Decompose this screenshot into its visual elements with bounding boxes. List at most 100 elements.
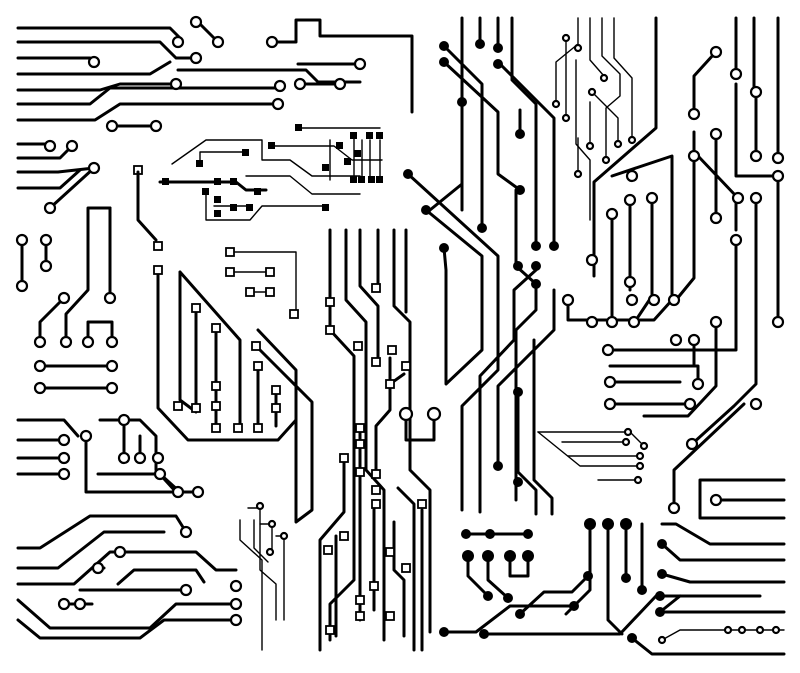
pad-filled	[569, 601, 579, 611]
pad-filled	[515, 129, 525, 139]
pad	[153, 467, 167, 481]
pad	[603, 397, 617, 411]
trace	[510, 16, 538, 248]
pad	[105, 381, 119, 395]
trace	[592, 16, 658, 278]
pad-filled	[513, 261, 523, 271]
pad	[585, 315, 599, 329]
pad	[59, 335, 73, 349]
pad-filled	[515, 609, 525, 619]
trace	[122, 418, 142, 460]
trace	[672, 402, 746, 510]
trace	[16, 618, 238, 640]
pad	[749, 149, 763, 163]
pad-filled	[439, 57, 449, 67]
pad-filled	[461, 529, 471, 539]
pad-square	[323, 545, 333, 555]
pad-square	[371, 499, 381, 509]
pad-filled	[513, 387, 523, 397]
pad-square	[355, 467, 365, 477]
pad	[709, 127, 723, 141]
trace	[660, 522, 786, 546]
pad-square	[289, 309, 299, 319]
pad	[149, 119, 163, 133]
pad	[627, 135, 637, 145]
trace	[158, 180, 268, 192]
pad	[65, 139, 79, 153]
pad	[731, 191, 745, 205]
pad-square	[371, 357, 381, 367]
pad	[105, 119, 119, 133]
pad	[426, 406, 442, 422]
trace	[486, 554, 510, 600]
pad	[667, 501, 681, 515]
pad-square	[355, 595, 365, 605]
pad	[613, 139, 623, 149]
trace	[16, 102, 277, 122]
trace	[424, 208, 484, 386]
via-square	[336, 142, 343, 149]
pad	[179, 583, 193, 597]
via-square	[214, 210, 221, 217]
pad-filled	[657, 569, 667, 579]
pad-filled	[482, 550, 494, 562]
trace	[692, 52, 716, 114]
pad	[15, 233, 29, 247]
trace	[16, 86, 282, 106]
pad	[687, 107, 701, 121]
trace	[674, 130, 696, 302]
pad-filled	[515, 185, 525, 195]
pad	[211, 35, 225, 49]
pad	[151, 451, 165, 465]
pad-square	[401, 563, 411, 573]
pad	[189, 15, 203, 29]
trace	[482, 594, 762, 636]
center-bus	[318, 228, 432, 652]
pad-square	[153, 241, 163, 251]
pad	[333, 77, 347, 91]
pad-filled	[493, 59, 503, 69]
pad	[667, 293, 681, 307]
pad-square	[325, 625, 335, 635]
trace	[496, 60, 556, 248]
trace	[593, 93, 619, 143]
pad-filled	[479, 629, 489, 639]
via-square	[354, 150, 361, 157]
pad	[709, 493, 723, 507]
via-square	[322, 204, 329, 211]
trace	[532, 338, 554, 516]
pad	[265, 35, 279, 49]
pad	[398, 406, 414, 422]
right-top-cluster	[551, 17, 637, 221]
pad-square	[325, 297, 335, 307]
trace	[661, 629, 785, 641]
pad-filled	[485, 529, 495, 539]
trace	[136, 170, 158, 242]
pad	[687, 149, 701, 163]
pad-filled	[621, 573, 631, 583]
pad-square	[251, 341, 261, 351]
pad-filled	[522, 550, 534, 562]
trace	[353, 133, 381, 183]
pad-filled	[493, 43, 503, 53]
trace	[273, 145, 383, 161]
pad-filled	[439, 243, 449, 253]
trace	[496, 288, 556, 468]
trace	[613, 17, 633, 139]
pad	[691, 377, 705, 391]
via-square	[162, 178, 169, 185]
trace	[575, 59, 591, 221]
trace	[253, 519, 269, 563]
trace	[16, 168, 82, 190]
via-square	[376, 132, 383, 139]
trace	[205, 189, 327, 221]
pad	[57, 451, 71, 465]
trace	[478, 268, 538, 514]
trace	[442, 60, 522, 192]
via-square	[196, 160, 203, 167]
pad	[117, 413, 131, 427]
pad-square	[355, 611, 365, 621]
pad	[573, 43, 583, 53]
trace	[566, 154, 674, 322]
pad-filled	[477, 223, 487, 233]
